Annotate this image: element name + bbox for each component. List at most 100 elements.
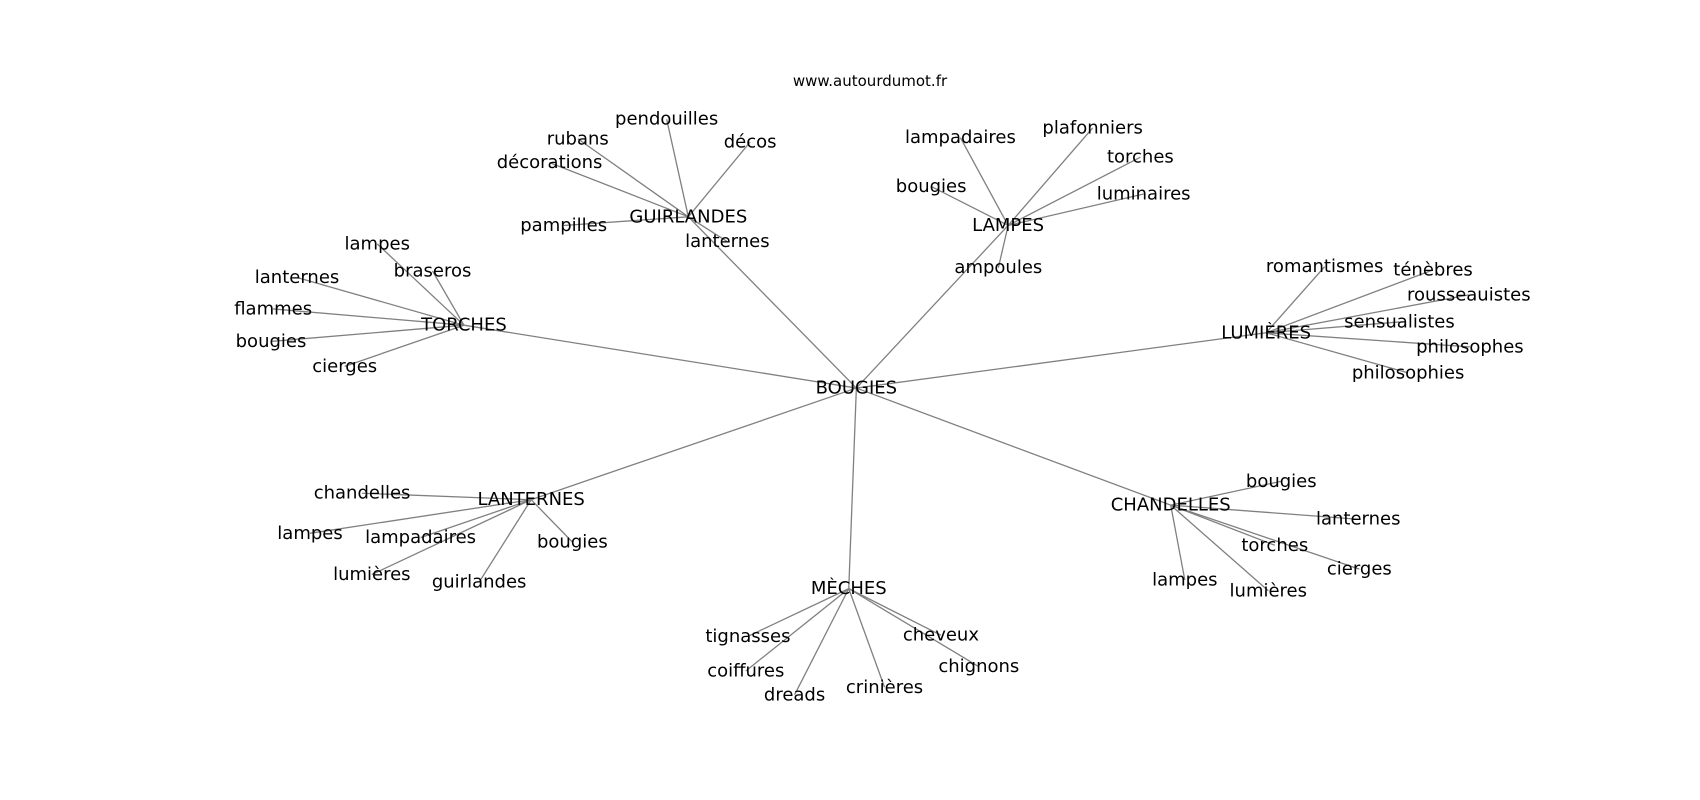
leaf-node-label: lampadaires — [365, 527, 476, 548]
edge-cluster-leaf — [1266, 332, 1470, 348]
edge-hub-cluster — [856, 387, 1171, 506]
leaf-node-label: lampes — [345, 233, 410, 254]
leaf-node-label: plafonniers — [1042, 117, 1142, 138]
edge-cluster-leaf — [344, 324, 465, 368]
cluster-node-label: TORCHES — [420, 315, 507, 336]
leaf-node-label: lanternes — [255, 267, 340, 288]
edge-cluster-leaf — [309, 499, 532, 534]
edge-cluster-leaf — [848, 588, 886, 688]
edge-cluster-leaf — [930, 185, 1009, 227]
edge-cluster-leaf — [1265, 266, 1326, 334]
edge-cluster-leaf — [1265, 294, 1469, 334]
leaf-node-label: coiffures — [707, 660, 784, 681]
edge-cluster-leaf — [577, 138, 689, 218]
leaf-node-label: philosophies — [1352, 362, 1465, 383]
leaf-node-label: crinières — [846, 677, 923, 698]
leaf-node-label: ténèbres — [1393, 259, 1473, 280]
edge-cluster-leaf — [1007, 156, 1141, 227]
edge-cluster-leaf — [371, 499, 532, 576]
cluster-node-label: LAMPES — [972, 215, 1044, 236]
leaf-node-label: lampes — [277, 523, 342, 544]
leaf-node-label: sensualistes — [1344, 311, 1455, 332]
leaf-node-label: guirlandes — [432, 572, 527, 593]
edge-cluster-leaf — [745, 588, 850, 672]
leaf-node-label: bougies — [896, 176, 967, 197]
leaf-node-label: romantismes — [1266, 256, 1383, 277]
leaf-node-label: luminaires — [1097, 184, 1191, 205]
leaf-node-label: chignons — [938, 656, 1019, 677]
leaf-node-label: ampoules — [954, 257, 1042, 278]
edge-cluster-leaf — [687, 216, 728, 243]
hub-node-label: BOUGIES — [816, 378, 897, 399]
edge-cluster-leaf — [362, 492, 532, 501]
leaf-node-label: tignasses — [705, 626, 790, 647]
leaf-node-label: lanternes — [1316, 509, 1401, 530]
leaf-node-label: décorations — [497, 152, 603, 173]
leaf-node-label: décos — [724, 132, 777, 153]
leaf-node-label: philosophes — [1416, 336, 1524, 357]
edge-hub-cluster — [855, 225, 1009, 389]
edge-cluster-leaf — [549, 161, 689, 218]
edge-cluster-leaf — [1170, 504, 1276, 546]
leaf-node-label: braseros — [394, 261, 472, 282]
edge-cluster-leaf — [270, 324, 465, 343]
edge-cluster-leaf — [1007, 193, 1144, 227]
edge-cluster-leaf — [296, 276, 465, 326]
edge-cluster-leaf — [666, 119, 689, 217]
leaf-node-label: pampilles — [520, 215, 607, 236]
leaf-node-label: rubans — [547, 128, 609, 149]
leaf-node-label: lampes — [1152, 569, 1217, 590]
edge-cluster-leaf — [959, 137, 1009, 226]
cluster-node-label: GUIRLANDES — [629, 206, 747, 227]
cluster-node-label: CHANDELLES — [1111, 495, 1231, 516]
leaf-node-label: lanternes — [685, 231, 770, 252]
edge-cluster-leaf — [1170, 504, 1359, 520]
edge-cluster-leaf — [1170, 505, 1186, 581]
cluster-node-label: LANTERNES — [477, 489, 584, 510]
edge-cluster-leaf — [478, 499, 532, 583]
source-title: www.autourdumot.fr — [792, 72, 948, 90]
edge-cluster-leaf — [848, 588, 942, 636]
edge-cluster-leaf — [1266, 321, 1400, 334]
edge-hub-cluster — [530, 387, 857, 501]
leaf-node-label: torches — [1241, 535, 1308, 556]
leaf-node-label: flammes — [234, 298, 312, 319]
cluster-node-label: LUMIÈRES — [1221, 321, 1311, 343]
edge-cluster-leaf — [273, 308, 465, 326]
leaf-node-label: bougies — [537, 532, 608, 553]
edge-cluster-leaf — [997, 225, 1009, 268]
edge-cluster-leaf — [687, 141, 751, 218]
leaf-node-label: cierges — [1327, 559, 1392, 580]
leaf-node-label: bougies — [236, 331, 307, 352]
leaf-node-label: dreads — [764, 684, 825, 705]
leaf-node-label: rousseauistes — [1407, 284, 1531, 305]
leaf-node-label: bougies — [1246, 471, 1317, 492]
edge-cluster-leaf — [376, 243, 465, 326]
edge-hub-cluster — [687, 216, 857, 389]
edge-cluster-leaf — [793, 588, 850, 696]
leaf-node-label: lampadaires — [905, 127, 1016, 148]
edge-hub-cluster — [463, 324, 857, 389]
edge-hub-cluster — [856, 332, 1267, 389]
edge-cluster-leaf — [848, 588, 980, 668]
leaf-node-label: lumières — [1230, 580, 1307, 601]
edge-cluster-leaf — [1170, 504, 1269, 592]
edge-cluster-leaf — [747, 588, 850, 637]
edge-cluster-leaf — [1265, 332, 1409, 374]
edge-cluster-leaf — [420, 499, 532, 539]
edge-cluster-leaf — [1265, 269, 1434, 334]
leaf-node-label: pendouilles — [615, 109, 718, 130]
leaf-node-label: cheveux — [903, 625, 980, 646]
edge-cluster-leaf — [563, 216, 689, 227]
cluster-node-label: MÈCHES — [811, 577, 887, 599]
edge-cluster-leaf — [431, 270, 465, 326]
leaf-node-label: lumières — [333, 564, 410, 585]
edge-cluster-leaf — [1170, 480, 1282, 506]
edge-hub-cluster — [848, 388, 858, 589]
leaf-node-label: torches — [1107, 147, 1174, 168]
edge-cluster-leaf — [1007, 127, 1094, 226]
leaf-node-label: cierges — [312, 356, 377, 377]
leaf-node-label: chandelles — [314, 483, 411, 504]
edge-cluster-leaf — [530, 499, 573, 543]
